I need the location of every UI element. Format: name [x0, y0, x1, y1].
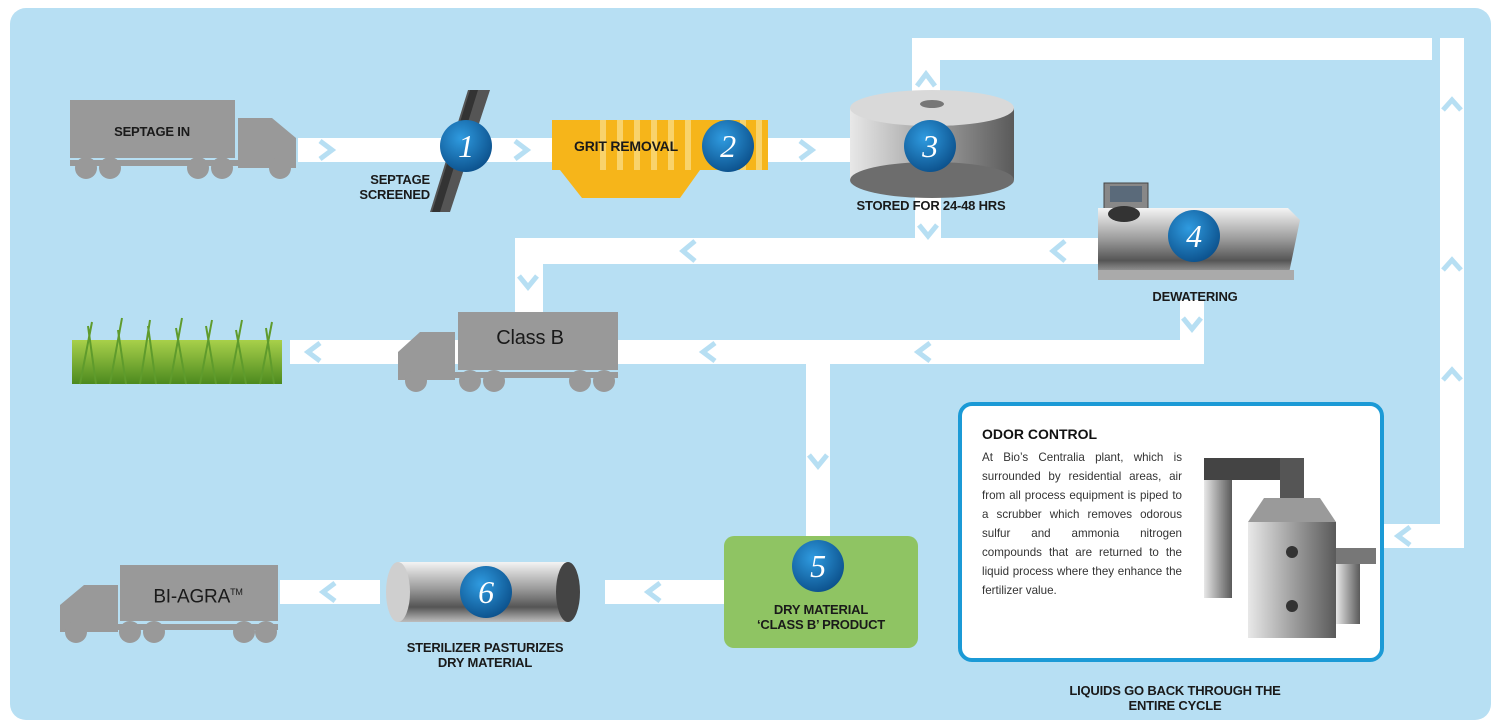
septage-screened-label: SEPTAGE SCREENED	[350, 172, 430, 202]
grit-removal-label: GRIT REMOVAL	[574, 138, 678, 154]
bi-agra-trademark: TM	[230, 587, 243, 597]
grass-field-graphic	[72, 317, 282, 385]
bi-agra-name: BI-AGRA	[153, 586, 231, 608]
step-4-badge	[1168, 210, 1220, 262]
liquids-line2: ENTIRE CYCLE	[1128, 698, 1222, 713]
septage-in-label: SEPTAGE IN	[114, 124, 190, 139]
odor-control-body: At Bio’s Centralia plant, which is surro…	[982, 451, 1182, 597]
class-b-truck-label: Class B	[496, 327, 564, 349]
step-2-number: 2	[720, 128, 736, 164]
bi-agra-label: BI-AGRATM	[128, 580, 268, 609]
liquids-label: LIQUIDS GO BACK THROUGH THE ENTIRE CYCLE	[1010, 683, 1340, 713]
step-3-badge	[904, 120, 956, 172]
dry-material-label: DRY MATERIAL ‘CLASS B’ PRODUCT	[724, 602, 918, 632]
stored-label: STORED FOR 24-48 HRS	[856, 198, 1006, 213]
class-b-truck	[398, 312, 618, 392]
step-2-badge	[702, 120, 754, 172]
scrubber-graphic	[1204, 458, 1376, 638]
step-badges	[440, 120, 1220, 618]
step-5-badge	[792, 540, 844, 592]
step-3-number: 3	[922, 128, 938, 164]
flow-chevrons	[303, 69, 1463, 603]
step-1-number: 1	[458, 128, 474, 164]
step-6-badge	[460, 566, 512, 618]
step-4-number: 4	[1186, 218, 1202, 254]
step-6-number: 6	[478, 574, 494, 610]
step-5-number: 5	[810, 548, 826, 584]
sterilizer-label: STERILIZER PASTURIZES DRY MATERIAL	[380, 640, 590, 670]
septage-screened-line1: SEPTAGE	[370, 172, 430, 187]
dewatering-label: DEWATERING	[1152, 289, 1238, 304]
odor-control-title: ODOR CONTROL	[982, 426, 1098, 442]
bi-agra-truck	[60, 565, 278, 643]
sterilizer-line1: STERILIZER PASTURIZES	[406, 640, 564, 655]
dry-material-line2: ‘CLASS B’ PRODUCT	[756, 617, 886, 632]
liquids-line1: LIQUIDS GO BACK THROUGH THE	[1069, 683, 1281, 698]
dry-material-line1: DRY MATERIAL	[773, 602, 869, 617]
odor-control-panel: ODOR CONTROL At Bio’s Centralia plant, w…	[958, 402, 1384, 662]
septage-in-truck	[70, 100, 296, 179]
septage-screened-line2: SCREENED	[359, 187, 430, 202]
step-1-badge	[440, 120, 492, 172]
dry-material-box	[724, 536, 918, 648]
sterilizer-line2: DRY MATERIAL	[437, 655, 533, 670]
